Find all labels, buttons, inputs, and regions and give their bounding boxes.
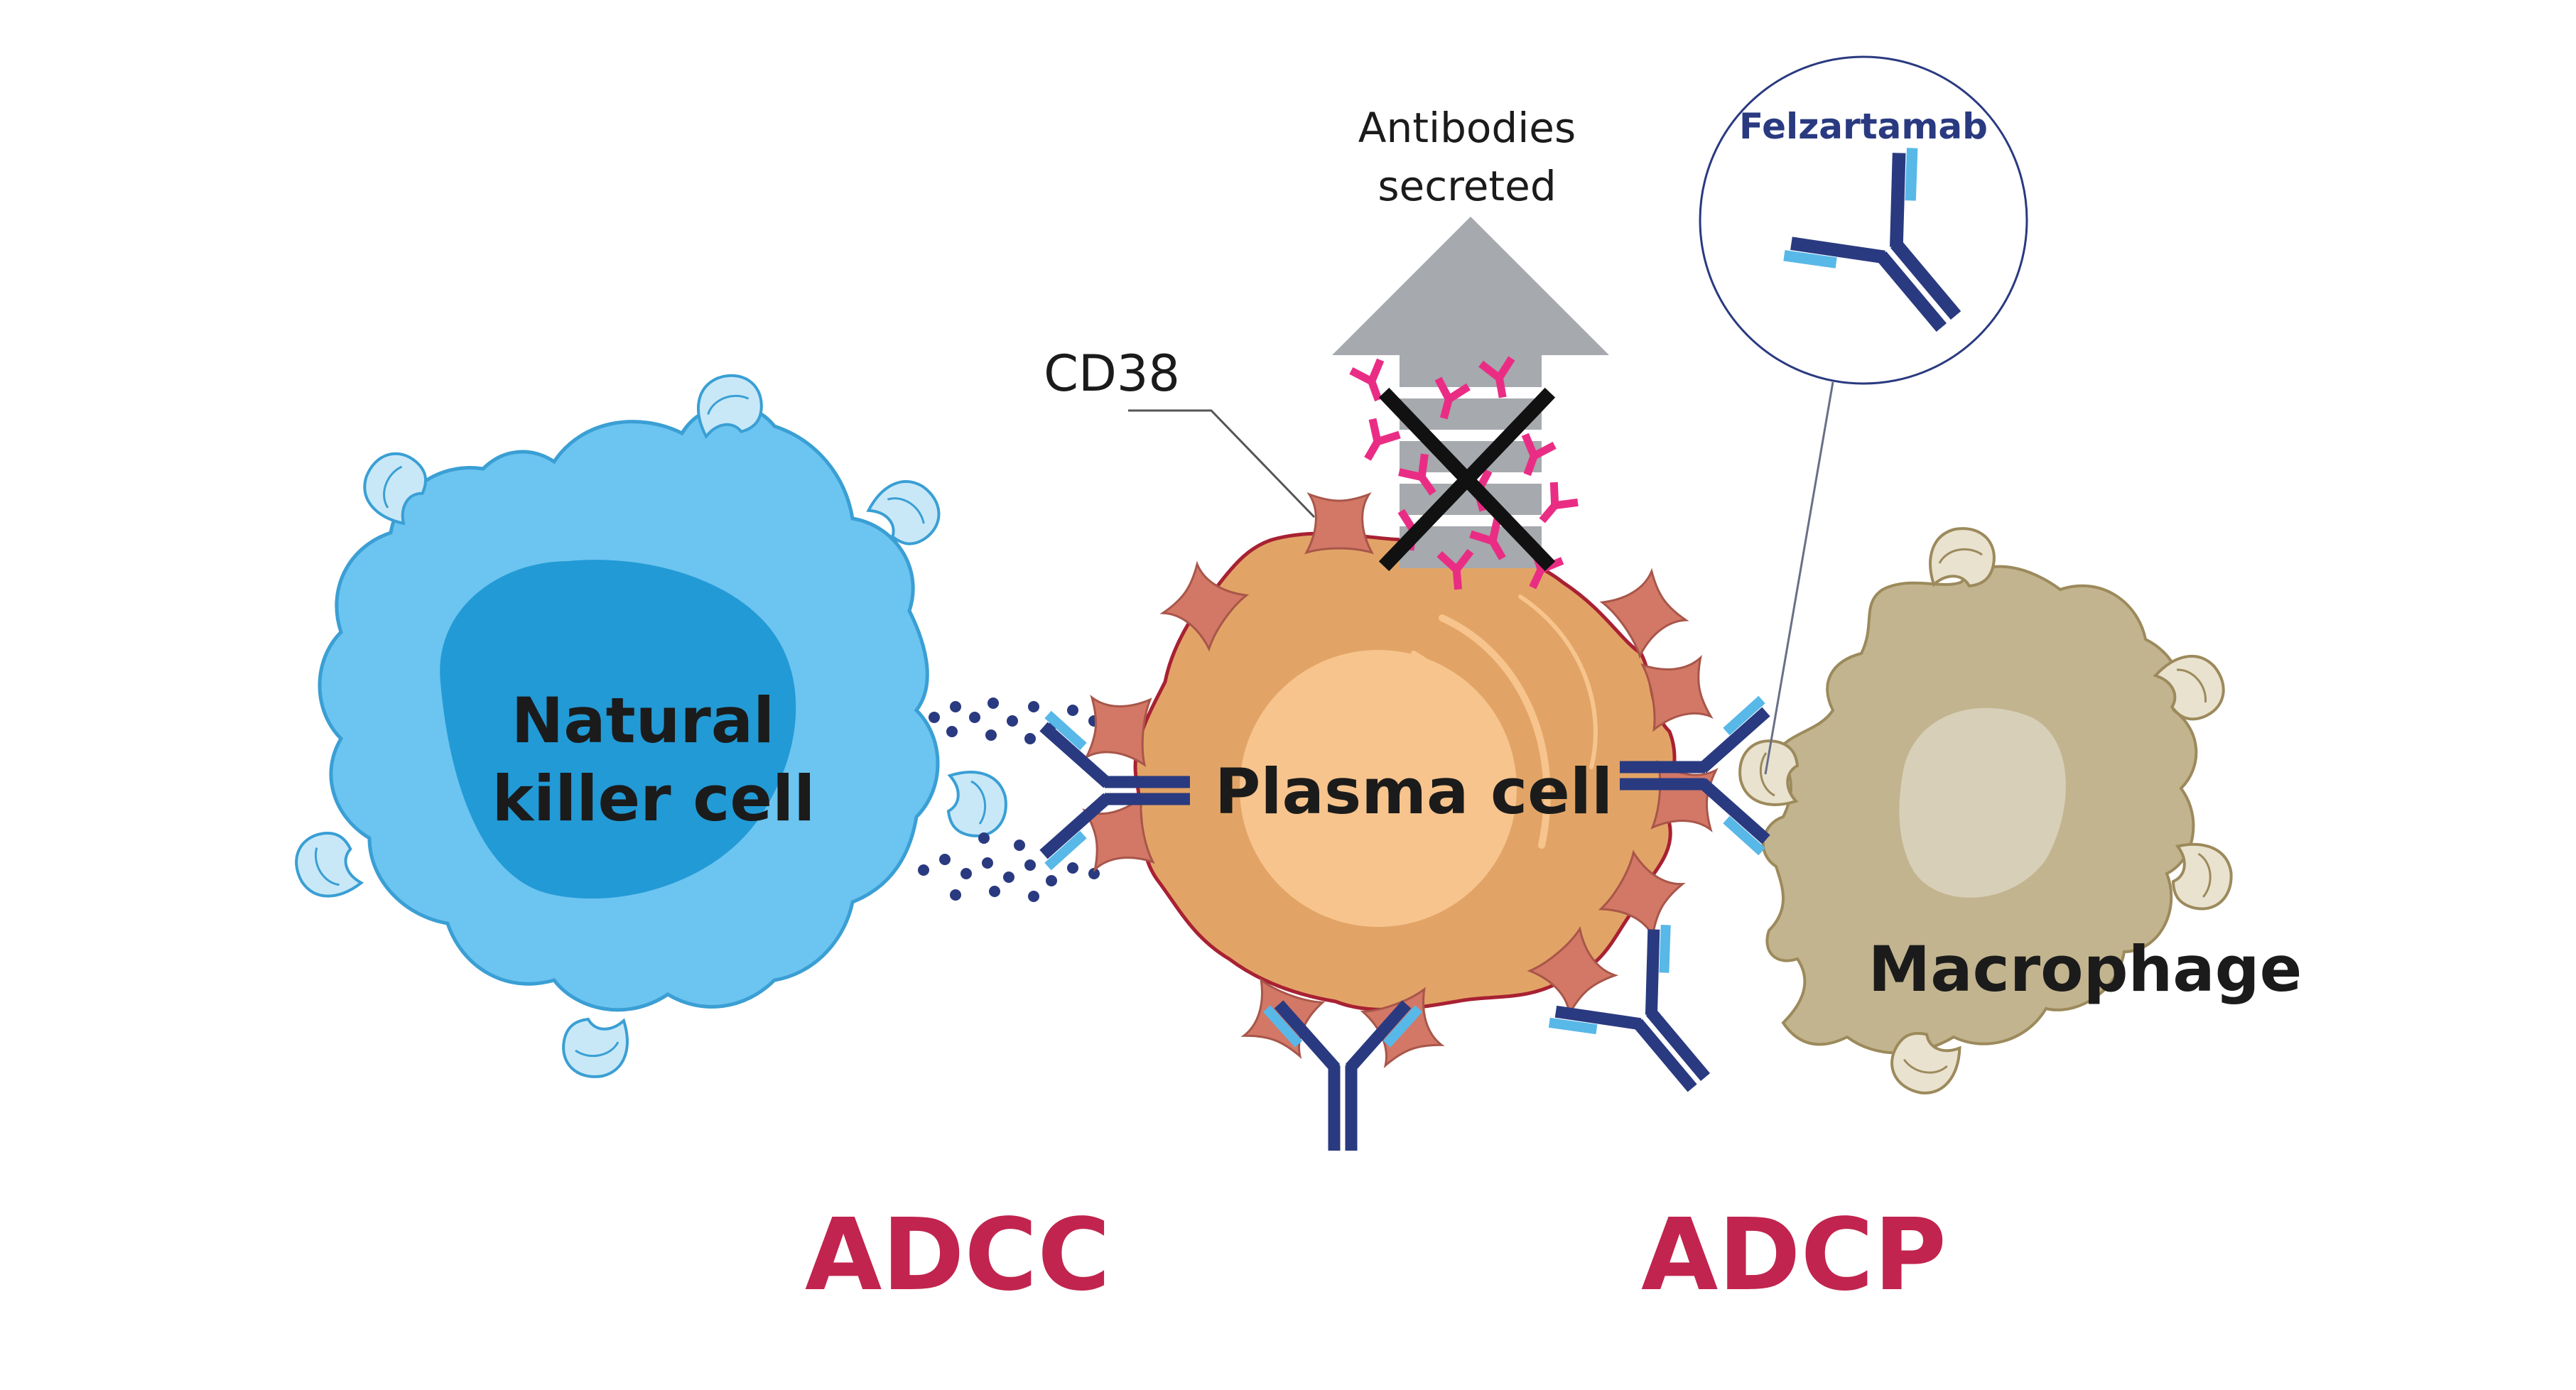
macrophage-icon (1762, 565, 2198, 1055)
plasma-cell-label: Plasma cell (1215, 755, 1613, 828)
plasma-cell-icon (1133, 531, 1677, 1012)
granules-dots-icon (918, 697, 1100, 902)
adcp-label: ADCP (1641, 1198, 1947, 1313)
block-cross-icon (1378, 387, 1556, 572)
natural-killer-cell-icon (318, 403, 940, 1012)
nk-cell-label-line2: killer cell (492, 762, 816, 835)
adcc-label: ADCC (805, 1198, 1110, 1313)
felzartamab-callout (1699, 55, 2028, 775)
secreted-label-line2: secreted (1378, 162, 1556, 210)
drug-label: Felzartamab (1739, 106, 1988, 147)
cd38-callout-line (1128, 409, 1316, 518)
secreted-label-line1: Antibodies (1358, 104, 1576, 152)
nk-cell-label-line1: Natural (512, 684, 775, 757)
macrophage-label: Macrophage (1868, 933, 2302, 1006)
cd38-label: CD38 (1044, 344, 1180, 403)
